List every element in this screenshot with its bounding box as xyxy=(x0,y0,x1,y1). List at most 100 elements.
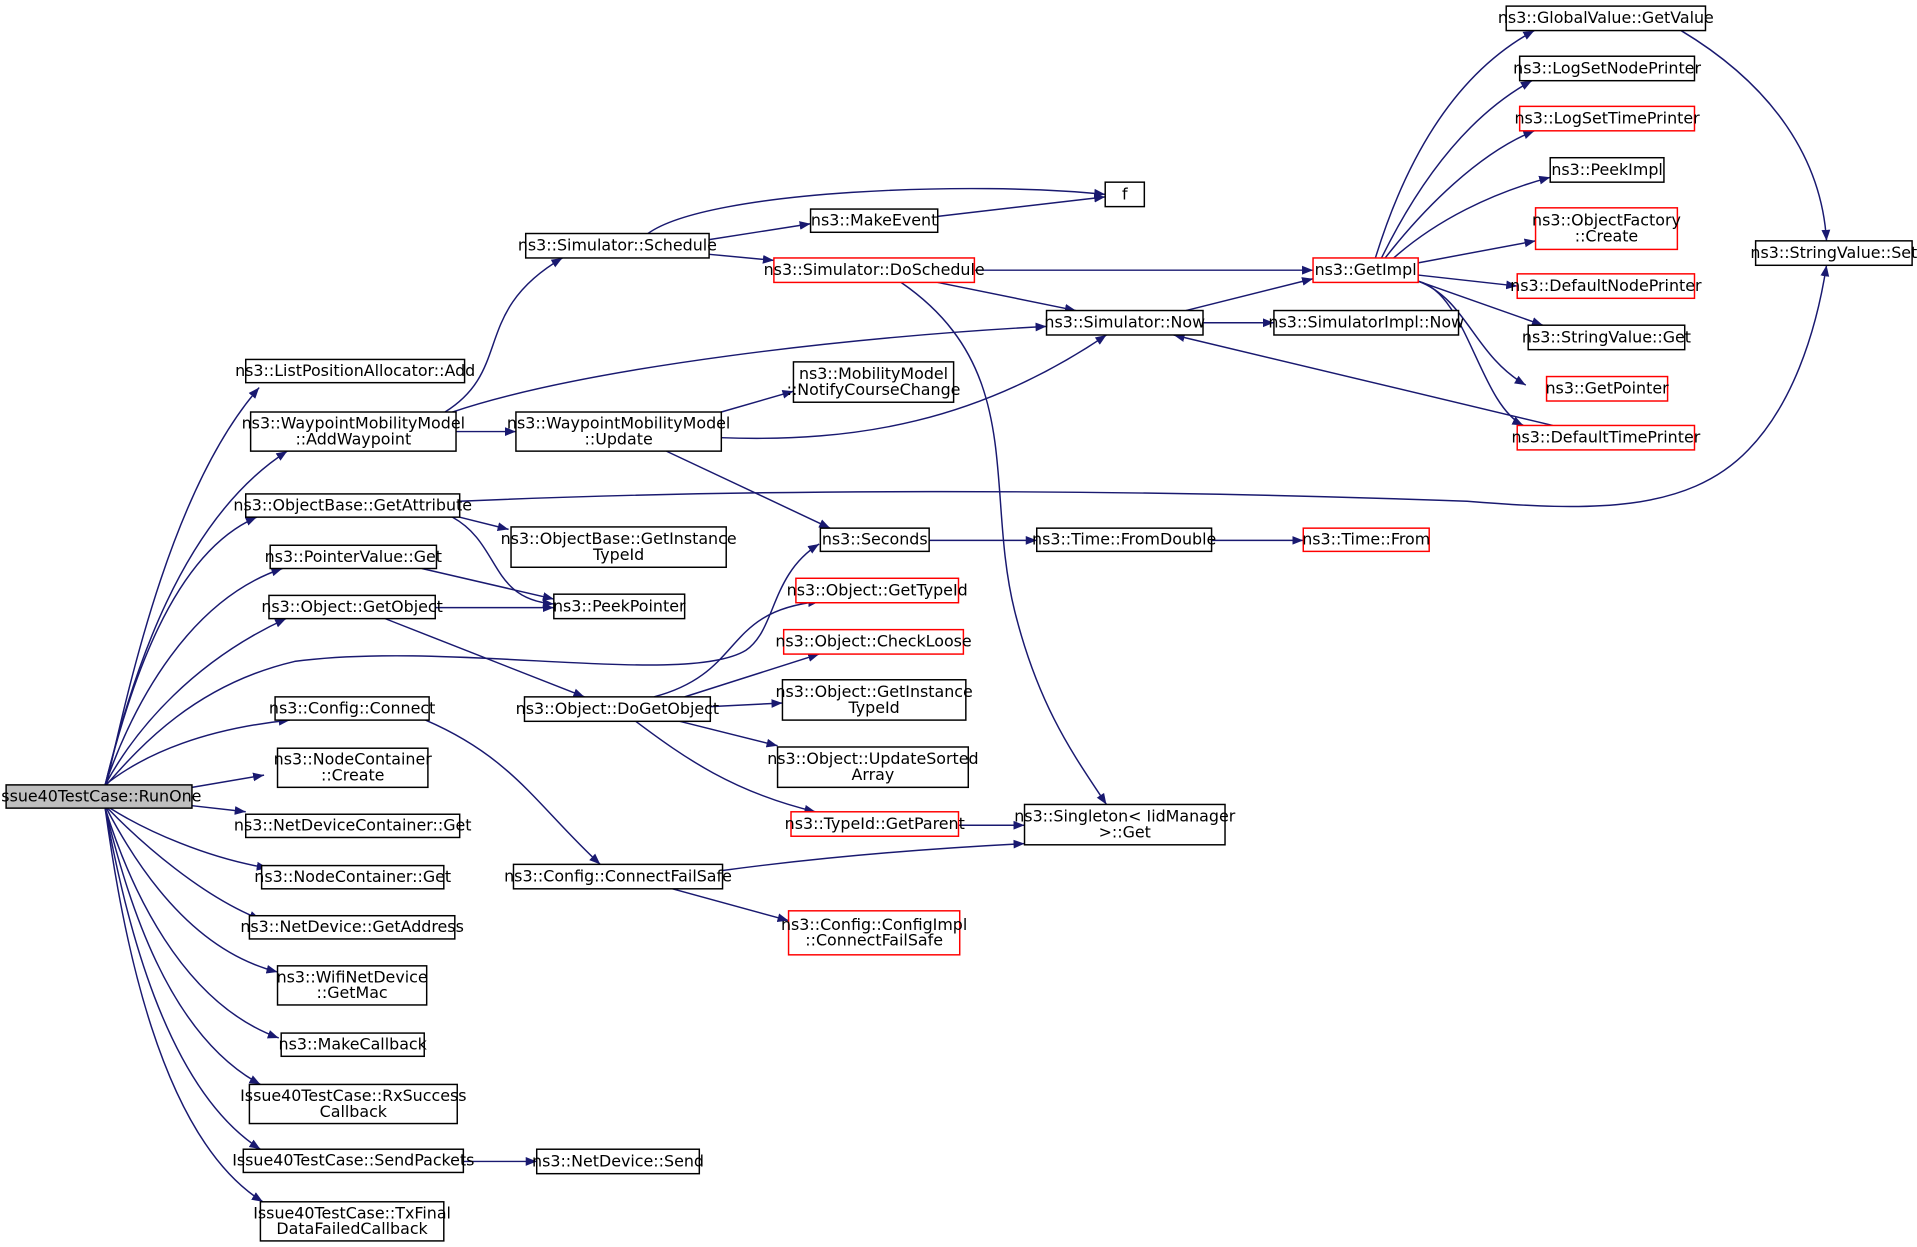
node-sv-get[interactable]: ns3::StringValue::Get xyxy=(1522,324,1691,351)
node-wmm-update[interactable]: ns3::WaypointMobilityModel::Update xyxy=(507,411,730,452)
node-box xyxy=(809,208,939,234)
node-run-one[interactable]: Issue40TestCase::RunOne xyxy=(0,784,201,809)
node-makeevent[interactable]: ns3::MakeEvent xyxy=(809,208,939,234)
call-arrow xyxy=(708,221,811,241)
edge-obj_dogetobj-to-obj_getinsttid xyxy=(710,699,783,708)
node-label: ::Create xyxy=(321,766,384,785)
node-obj-checkloose[interactable]: ns3::Object::CheckLoose xyxy=(775,628,972,655)
node-box xyxy=(1518,55,1696,82)
edge-wmm_update-to-mm_notify xyxy=(721,390,794,413)
node-defnodeprinter[interactable]: ns3::DefaultNodePrinter xyxy=(1510,273,1702,300)
node-simimpl-now[interactable]: ns3::SimulatorImpl::Now xyxy=(1268,309,1464,336)
node-time-from[interactable]: ns3::Time::From xyxy=(1302,527,1430,553)
edge-wmm_addwp-to-sim_now xyxy=(452,322,1047,413)
call-arrow xyxy=(721,390,794,413)
node-label: ns3::PeekPointer xyxy=(553,596,686,615)
node-label: Issue40TestCase::RunOne xyxy=(0,786,201,805)
node-box xyxy=(773,257,976,284)
node-getimpl[interactable]: ns3::GetImpl xyxy=(1312,257,1419,284)
node-cfgimpl-cfs[interactable]: ns3::Config::ConfigImpl::ConnectFailSafe xyxy=(781,910,967,956)
call-arrow xyxy=(653,598,820,698)
node-time-fromdouble[interactable]: ns3::Time::FromDouble xyxy=(1032,527,1216,553)
node-nc-get[interactable]: ns3::NodeContainer::Get xyxy=(254,864,451,890)
edge-obj_dogetobj-to-obj_checkloose xyxy=(684,653,820,698)
call-arrow xyxy=(104,807,261,1150)
call-edges xyxy=(104,29,1831,1203)
node-label: ns3::LogSetNodePrinter xyxy=(1513,58,1701,77)
node-label: ns3::NodeContainer xyxy=(274,750,433,769)
node-label: ns3::MakeCallback xyxy=(279,1035,428,1054)
edge-cfg_connect-to-cfg_cfs xyxy=(425,719,601,865)
node-nd-getaddr[interactable]: ns3::NetDevice::GetAddress xyxy=(240,914,464,940)
node-sim-now[interactable]: ns3::Simulator::Now xyxy=(1044,309,1205,336)
node-peekpointer[interactable]: ns3::PeekPointer xyxy=(553,593,686,620)
node-ndc-get[interactable]: ns3::NetDeviceContainer::Get xyxy=(234,813,472,839)
node-sim-schedule[interactable]: ns3::Simulator::Schedule xyxy=(518,232,717,259)
node-label: ns3::DefaultNodePrinter xyxy=(1510,276,1702,295)
node-makecb[interactable]: ns3::MakeCallback xyxy=(279,1032,428,1058)
node-sim-dosched[interactable]: ns3::Simulator::DoSchedule xyxy=(764,257,985,284)
node-label: ns3::NodeContainer::Get xyxy=(254,867,451,886)
node-deftimeprinter[interactable]: ns3::DefaultTimePrinter xyxy=(1511,424,1701,451)
node-label: DataFailedCallback xyxy=(276,1219,428,1238)
node-obj-getobj[interactable]: ns3::Object::GetObject xyxy=(261,594,443,620)
node-label: ns3::Singleton< IidManager xyxy=(1014,807,1236,826)
call-arrow xyxy=(1393,175,1551,259)
node-txfinal[interactable]: Issue40TestCase::TxFinalDataFailedCallba… xyxy=(253,1201,451,1242)
node-logsettime[interactable]: ns3::LogSetTimePrinter xyxy=(1514,105,1700,132)
node-label: ns3::WaypointMobilityModel xyxy=(507,414,730,433)
node-tid-getparent[interactable]: ns3::TypeId::GetParent xyxy=(785,811,965,837)
node-nd-send[interactable]: ns3::NetDevice::Send xyxy=(532,1148,704,1175)
node-obj-dogetobj[interactable]: ns3::Object::DoGetObject xyxy=(516,696,719,723)
node-mm-notify[interactable]: ns3::MobilityModel::NotifyCourseChange xyxy=(787,361,961,403)
edge-getimpl-to-peekimpl xyxy=(1393,175,1551,259)
node-obj-gettid[interactable]: ns3::Object::GetTypeId xyxy=(787,577,968,604)
node-pv-get[interactable]: ns3::PointerValue::Get xyxy=(265,544,442,570)
node-seconds[interactable]: ns3::Seconds xyxy=(819,527,930,553)
call-arrow xyxy=(425,719,601,865)
node-label: ns3::StringValue::Set xyxy=(1750,243,1917,262)
node-sv-set[interactable]: ns3::StringValue::Set xyxy=(1750,240,1917,267)
call-arrow xyxy=(1418,238,1536,264)
node-ob-getattr[interactable]: ns3::ObjectBase::GetAttribute xyxy=(233,493,472,518)
node-f[interactable]: f xyxy=(1104,181,1146,208)
node-gv-getvalue[interactable]: ns3::GlobalValue::GetValue xyxy=(1498,5,1714,32)
call-arrow xyxy=(937,281,1077,313)
edge-wmm_update-to-seconds xyxy=(665,450,831,529)
node-wmm-addwp[interactable]: ns3::WaypointMobilityModel::AddWaypoint xyxy=(242,411,465,452)
node-box xyxy=(245,813,461,839)
node-wnd-getmac[interactable]: ns3::WifiNetDevice::GetMac xyxy=(277,965,428,1006)
call-arrow xyxy=(684,653,820,698)
edge-getimpl-to-logsetnode xyxy=(1380,80,1533,259)
node-label: ns3::GlobalValue::GetValue xyxy=(1498,8,1714,27)
node-cfg-connect[interactable]: ns3::Config::Connect xyxy=(269,696,435,721)
node-singleton-get[interactable]: ns3::Singleton< IidManager>::Get xyxy=(1014,803,1236,846)
call-arrow xyxy=(1384,130,1535,259)
node-getpointer[interactable]: ns3::GetPointer xyxy=(1546,375,1670,402)
node-box xyxy=(776,746,970,789)
call-arrow xyxy=(459,516,509,531)
node-label: ::GetMac xyxy=(317,983,388,1002)
node-sendpackets[interactable]: Issue40TestCase::SendPackets xyxy=(232,1148,474,1174)
edge-run_one-to-nc_create xyxy=(191,772,265,789)
node-box xyxy=(269,544,438,570)
call-arrow xyxy=(191,804,246,815)
node-box xyxy=(1505,5,1707,32)
node-cfg-cfs[interactable]: ns3::Config::ConnectFailSafe xyxy=(504,863,732,890)
node-logsetnode[interactable]: ns3::LogSetNodePrinter xyxy=(1513,55,1701,82)
node-nc-create[interactable]: ns3::NodeContainer::Create xyxy=(274,747,433,789)
node-box xyxy=(1516,273,1696,300)
call-arrow xyxy=(672,888,789,922)
node-peekimpl[interactable]: ns3::PeekImpl xyxy=(1549,156,1665,183)
node-lpa-add[interactable]: ns3::ListPositionAllocator::Add xyxy=(235,358,475,384)
node-of-create[interactable]: ns3::ObjectFactory::Create xyxy=(1532,207,1681,251)
node-box xyxy=(245,493,461,518)
edge-run_one-to-nd_getaddr xyxy=(107,807,261,921)
node-label: ns3::ObjectFactory xyxy=(1532,211,1681,230)
node-label: ::NotifyCourseChange xyxy=(787,380,961,399)
